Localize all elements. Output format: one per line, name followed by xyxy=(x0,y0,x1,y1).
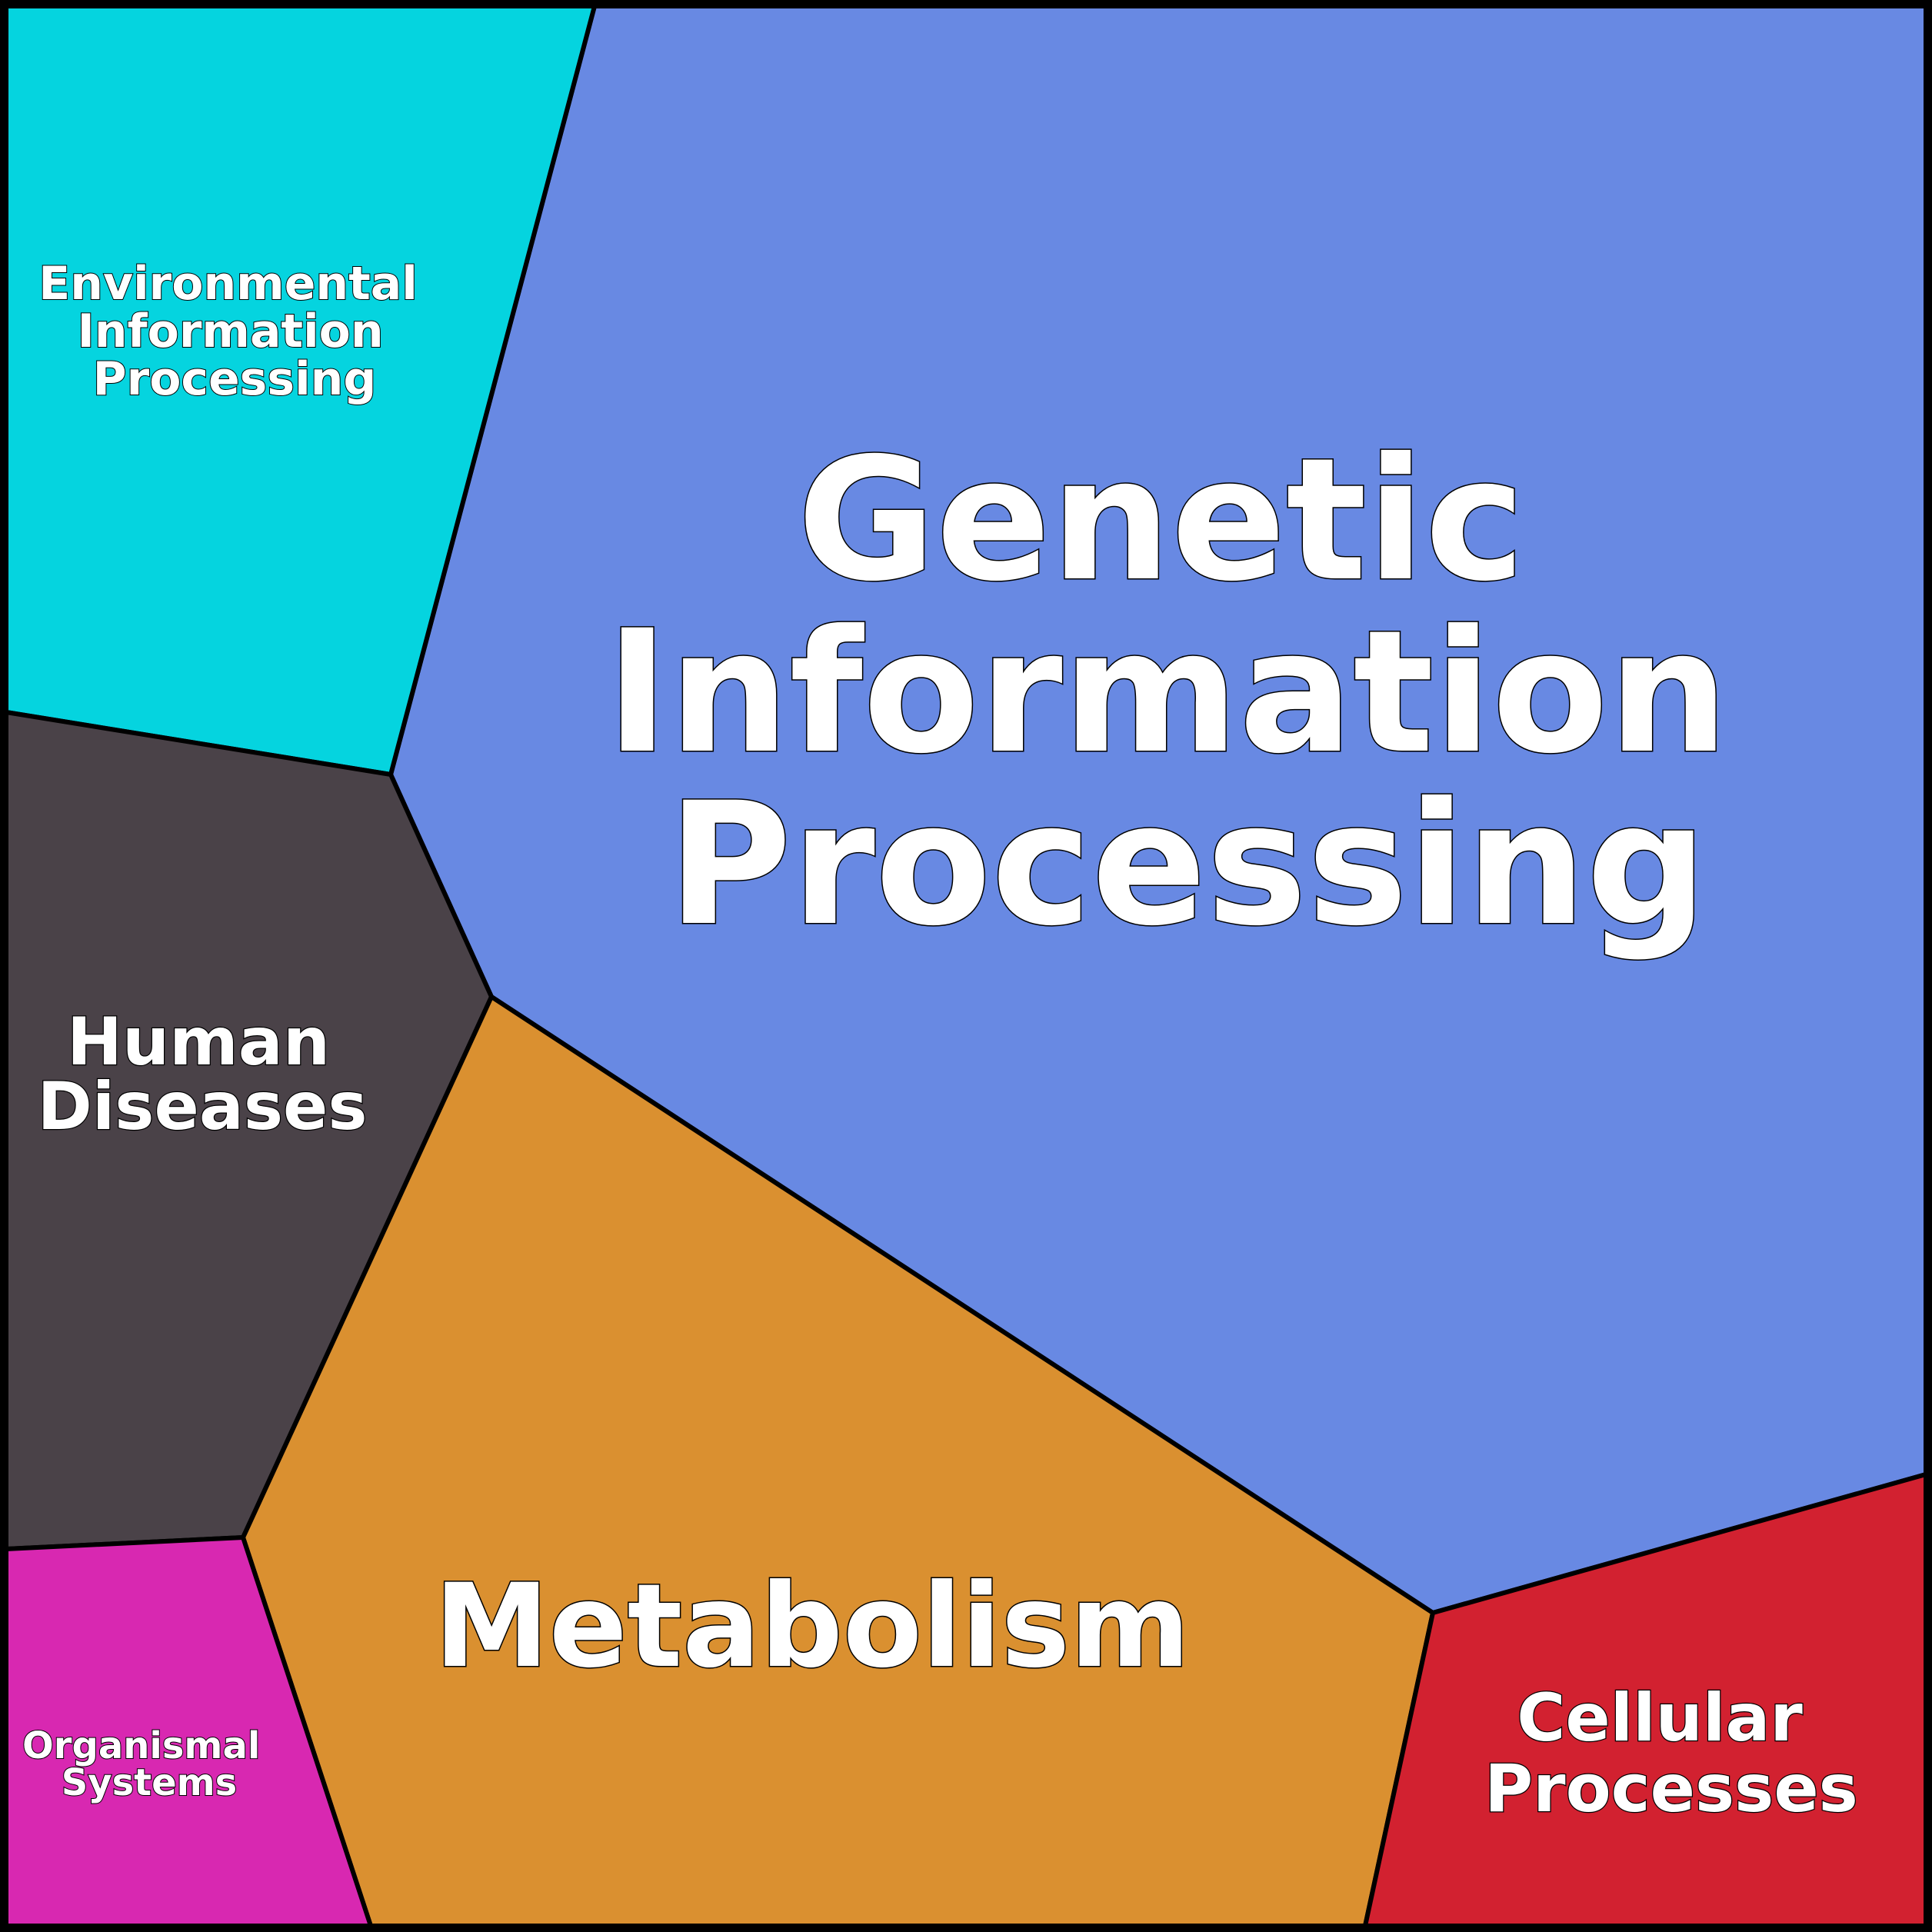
label-environmental-information-processing: Environmental Information Processing xyxy=(38,257,433,406)
label-cellular-processes: Cellular Processes xyxy=(1484,1680,1858,1827)
label-metabolism: Metabolism xyxy=(435,1560,1191,1694)
label-human-diseases: Human Diseases xyxy=(37,1004,367,1145)
label-genetic-information-processing: Genetic Information Processing xyxy=(606,421,1787,963)
label-organismal-systems: Organismal Systems xyxy=(22,1724,273,1804)
